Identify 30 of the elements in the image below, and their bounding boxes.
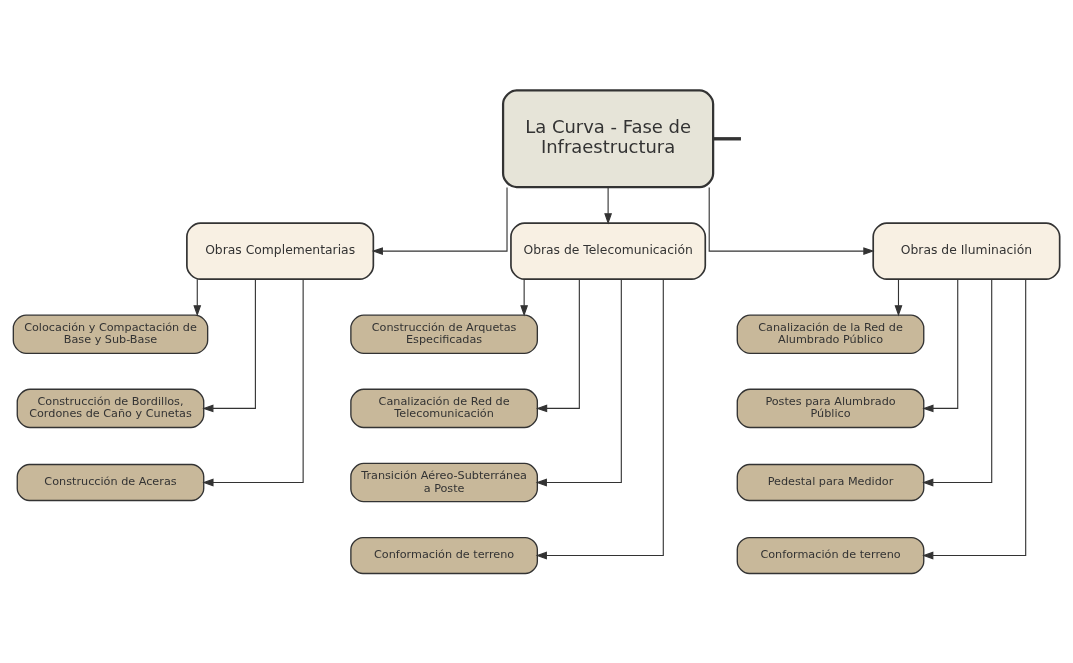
node-box: Obras de Telecomunicación: [510, 221, 707, 280]
node-box: Construcción de Bordillos, Cordones de Caño y Cunetas: [16, 388, 205, 428]
arrow: [193, 278, 202, 316]
arrow: [535, 278, 664, 559]
node-box: Canalización de la Red de Alumbrado Público: [736, 313, 925, 354]
node-box: Conformación de terreno: [736, 536, 925, 574]
node-box: Pedestal para Medidor: [736, 463, 925, 501]
node-box: Colocación y Compactación de Base y Sub-Base: [12, 313, 209, 354]
arrow: [535, 278, 622, 486]
arrow: [202, 278, 256, 412]
arrow: [894, 278, 903, 316]
node-box: Canalización de Red de Telecomunicación: [350, 388, 538, 428]
arrow: [535, 278, 580, 412]
node-box: Postes para Alumbrado Público: [736, 388, 925, 428]
connector: [713, 136, 741, 140]
arrow: [520, 278, 529, 316]
arrow: [202, 278, 304, 486]
arrow: [922, 278, 993, 486]
node-box: Obras de Iluminación: [872, 221, 1061, 280]
node-box: Transición Aéreo-Subterránea a Poste: [350, 462, 538, 502]
arrow: [922, 278, 1027, 559]
arrow: [604, 186, 613, 225]
arrow: [922, 278, 959, 412]
arrow: [371, 186, 508, 255]
node-box: Construcción de Aceras: [16, 463, 205, 501]
node-box: Obras Complementarias: [186, 221, 375, 280]
node-box: La Curva - Fase de Infraestructura: [501, 88, 715, 188]
node-box: Conformación de terreno: [350, 536, 538, 574]
node-box: Construcción de Arquetas Especificadas: [350, 313, 538, 354]
arrow: [708, 186, 875, 255]
